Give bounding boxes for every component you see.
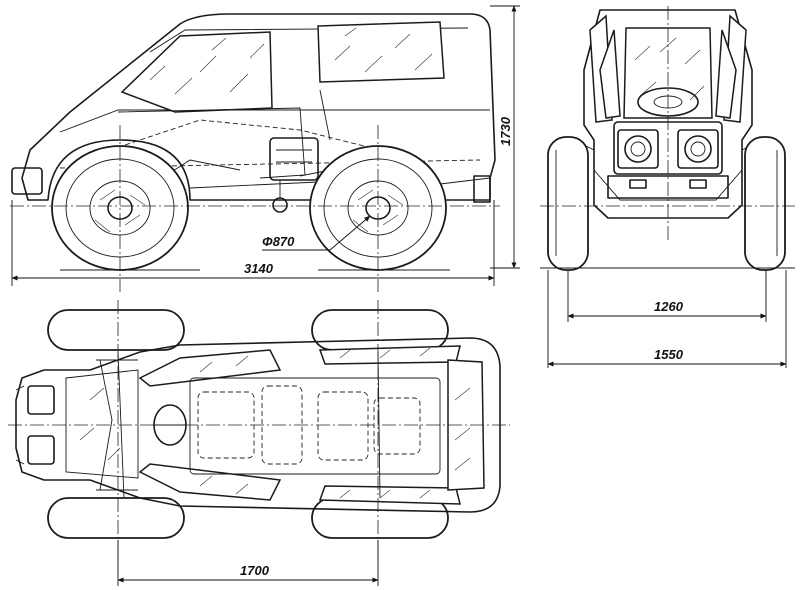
top-front-lamp-lower: [27, 435, 55, 465]
top-view: 1700: [8, 300, 510, 586]
front-tire-left: [547, 136, 589, 271]
top-wheel-front-left: [47, 309, 185, 351]
top-front-lamp-upper: [27, 385, 55, 415]
top-windshield: [138, 349, 282, 387]
dim-track-width: 1260: [654, 299, 684, 314]
front-headlight-left: [617, 129, 659, 169]
dim-overall-height: 1730: [498, 116, 513, 146]
side-windshield: [120, 31, 273, 113]
dim-overall-width: 1550: [654, 347, 684, 362]
top-wheel-front-right: [47, 497, 185, 539]
side-front-bumper: [11, 167, 43, 195]
front-headlight-right: [677, 129, 719, 169]
side-view: Φ870 3140: [10, 13, 500, 292]
front-tire-right: [744, 136, 786, 271]
dim-overall-length: 3140: [244, 261, 274, 276]
front-view: 1260 1550: [540, 6, 795, 368]
top-wheel-rear-left: [311, 309, 449, 351]
top-wheel-rear-right: [311, 497, 449, 539]
side-rear-window: [317, 21, 445, 83]
height-dimension: 1730: [490, 5, 520, 269]
dim-wheel-diameter: Φ870: [262, 234, 295, 249]
side-engine: [269, 137, 319, 181]
front-body-outline: [583, 9, 753, 219]
dim-wheelbase: 1700: [240, 563, 270, 578]
front-bumper: [607, 175, 729, 199]
